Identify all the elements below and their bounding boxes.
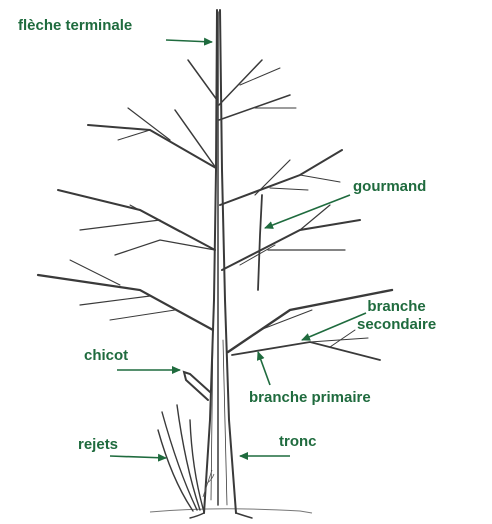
arrow-rejets — [110, 456, 166, 458]
arrow-branche-primaire — [258, 352, 270, 385]
arrow-fleche-terminale — [166, 40, 212, 42]
label-branche-secondaire: branche secondaire — [357, 298, 436, 334]
label-branche-primaire: branche primaire — [249, 389, 371, 407]
label-tronc: tronc — [279, 433, 317, 451]
chicot-stub — [184, 372, 210, 400]
ground-line — [150, 509, 312, 513]
label-gourmand: gourmand — [353, 178, 426, 196]
label-fleche-terminale: flèche terminale — [18, 17, 132, 35]
label-branche-secondaire-line2: secondaire — [357, 316, 436, 334]
artist-signature — [203, 470, 214, 497]
label-branche-secondaire-line1: branche — [357, 298, 436, 316]
label-chicot: chicot — [84, 347, 128, 365]
label-rejets: rejets — [78, 436, 118, 454]
